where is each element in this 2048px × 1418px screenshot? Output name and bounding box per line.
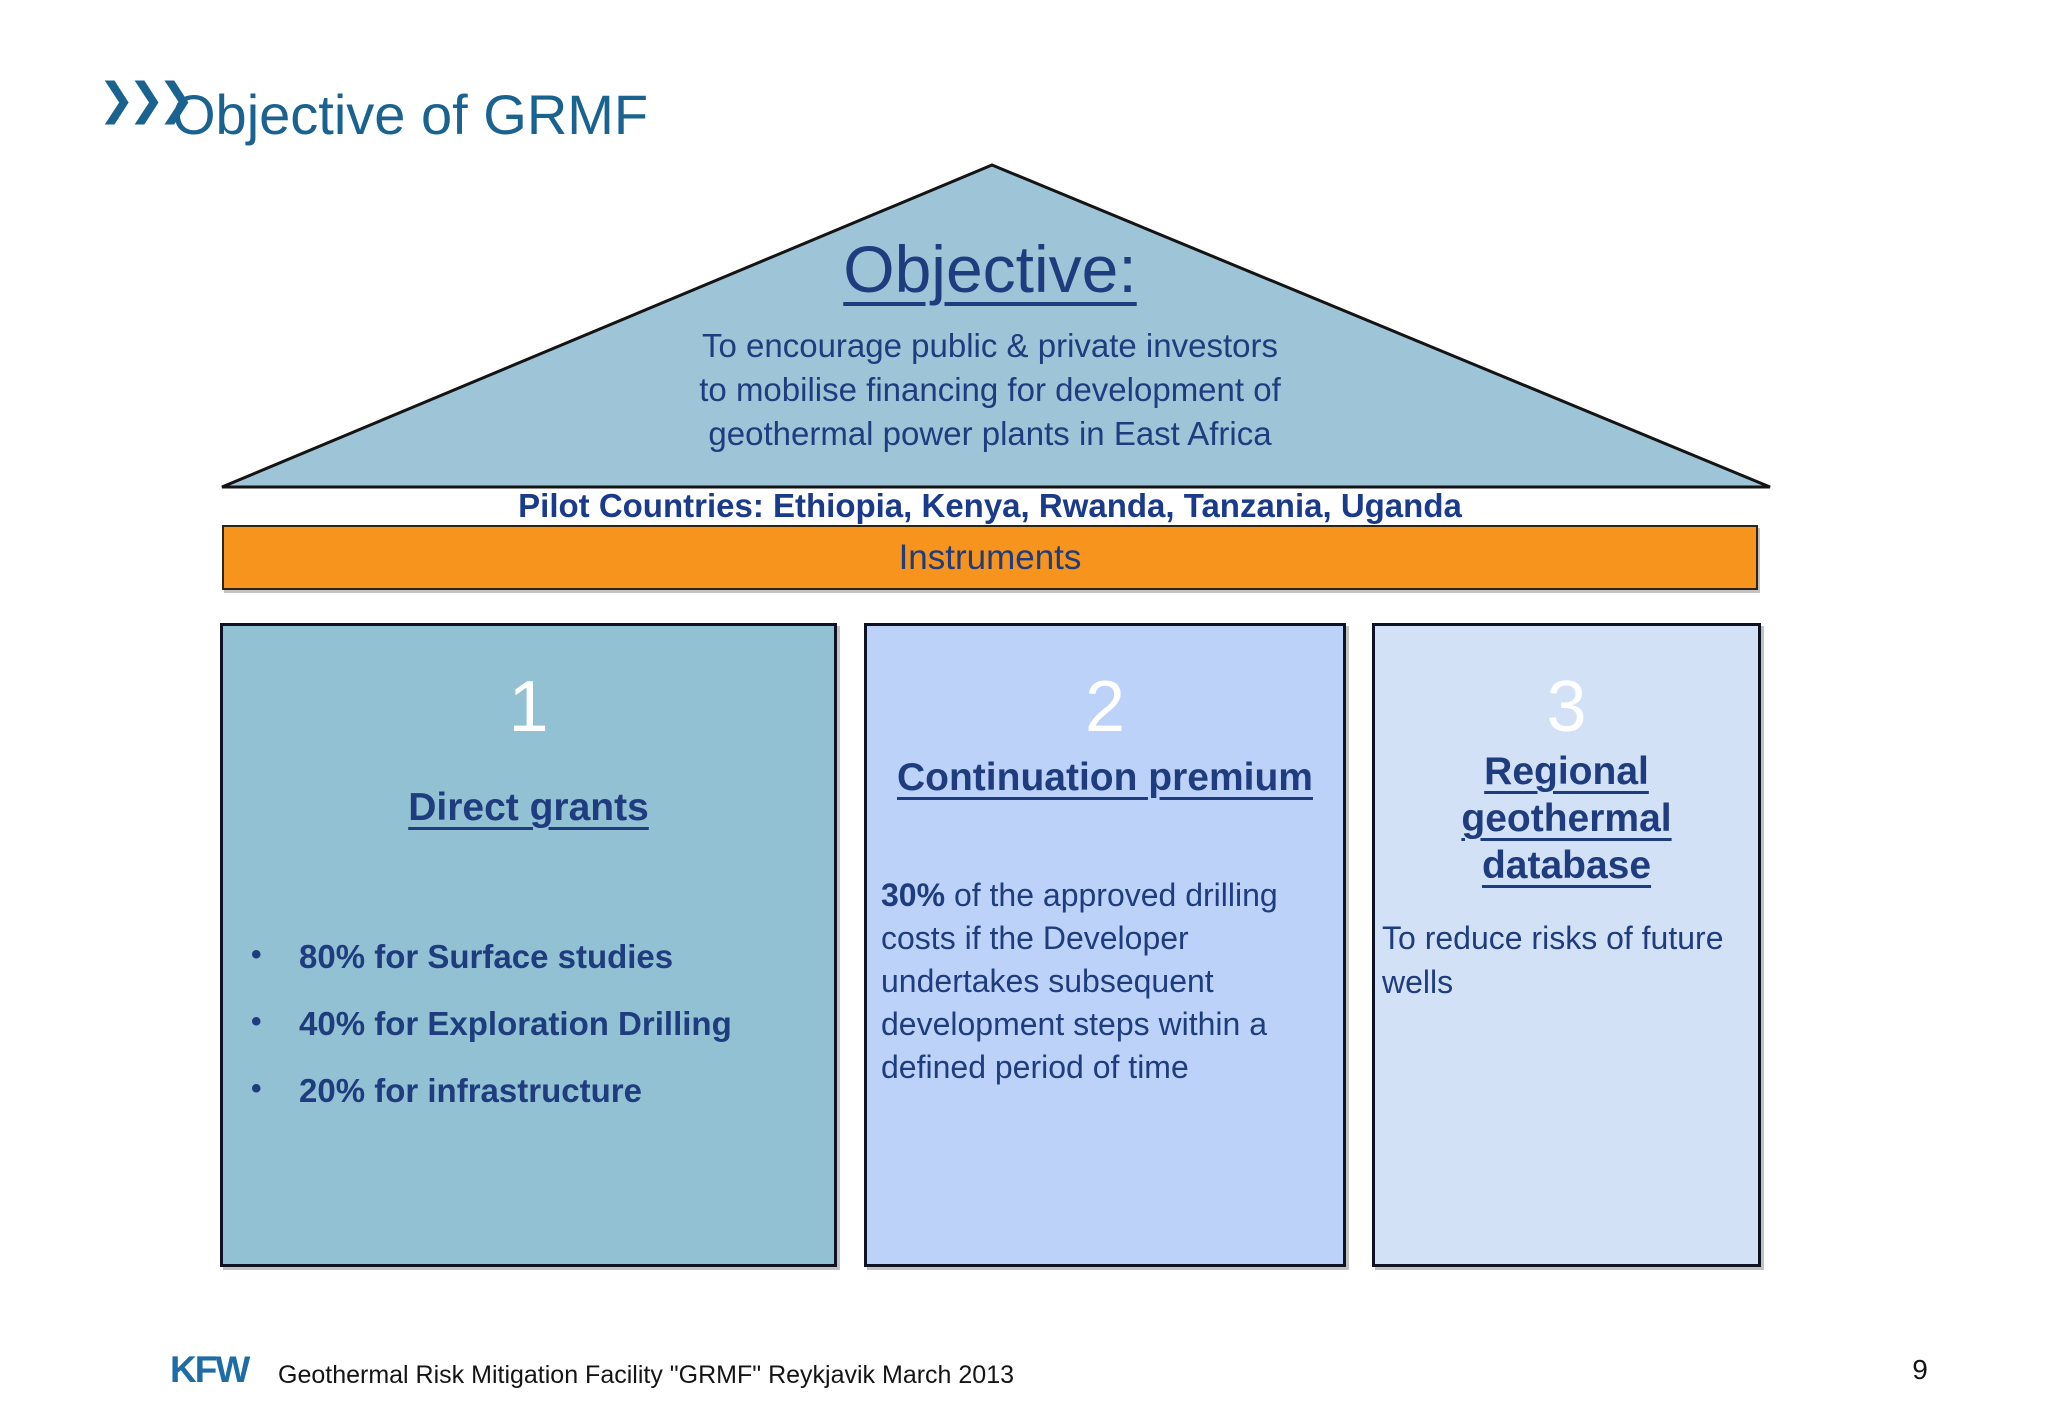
- bullet-item: 80% for Surface studies: [251, 934, 732, 978]
- paragraph-line: To reduce risks of future: [1382, 920, 1724, 956]
- page-title: Objective of GRMF: [172, 83, 649, 146]
- paragraph-line: 30% of the approved drilling: [881, 874, 1301, 917]
- chevrons-icon: ❯❯❯: [98, 75, 195, 124]
- roof-triangle-shape: [221, 163, 1771, 489]
- pillar-direct-grants: 1 Direct grants 80% for Surface studies …: [220, 623, 837, 1267]
- pillar-regional-database: 3 Regional geothermal database To reduce…: [1372, 623, 1761, 1267]
- page-number: 9: [1912, 1354, 1928, 1385]
- paragraph-line: defined period of time: [881, 1049, 1189, 1085]
- paragraph-line: development steps within a: [881, 1006, 1267, 1042]
- pillar-heading: Direct grants: [408, 786, 649, 829]
- pillar-heading-line: Regional geothermal: [1461, 750, 1672, 840]
- paragraph-lead: 30%: [881, 877, 946, 913]
- roof-text-line: to mobilise financing for development of: [699, 371, 1281, 408]
- roof-heading: Objective:: [222, 230, 1758, 308]
- pillar-continuation-premium: 2 Continuation premium 30% of the approv…: [864, 623, 1346, 1267]
- paragraph-line: wells: [1382, 964, 1454, 1000]
- paragraph-line-rest: of the approved drilling: [945, 877, 1278, 913]
- pillar-heading: Regional geothermal database: [1375, 748, 1758, 889]
- pillar-heading-line: database: [1481, 844, 1652, 887]
- paragraph-line: costs if the Developer: [881, 920, 1189, 956]
- footer-caption: Geothermal Risk Mitigation Facility "GRM…: [278, 1361, 1015, 1389]
- paragraph-line: undertakes subsequent: [881, 963, 1214, 999]
- instruments-bar: Instruments: [222, 525, 1758, 590]
- pillar-number: 3: [1546, 667, 1587, 747]
- pilot-countries-line: Pilot Countries: Ethiopia, Kenya, Rwanda…: [518, 487, 1462, 524]
- pillar-paragraph: To reduce risks of future wells: [1382, 916, 1762, 1004]
- roof-text-line: To encourage public & private investors: [702, 327, 1278, 364]
- pillar-paragraph: 30% of the approved drilling costs if th…: [881, 874, 1301, 1089]
- roof-heading-text: Objective:: [843, 232, 1137, 306]
- pillar-number: 2: [1084, 667, 1126, 747]
- instruments-label: Instruments: [898, 537, 1082, 577]
- pillar-heading: Continuation premium: [897, 756, 1313, 799]
- roof-text-line: geothermal power plants in East Africa: [708, 415, 1272, 452]
- bullet-item: 20% for infrastructure: [251, 1068, 732, 1112]
- pillar-number: 1: [508, 667, 549, 747]
- bullet-list: 80% for Surface studies 40% for Explorat…: [251, 934, 732, 1137]
- kfw-logo: KFW: [170, 1349, 250, 1390]
- bullet-item: 40% for Exploration Drilling: [251, 1001, 732, 1045]
